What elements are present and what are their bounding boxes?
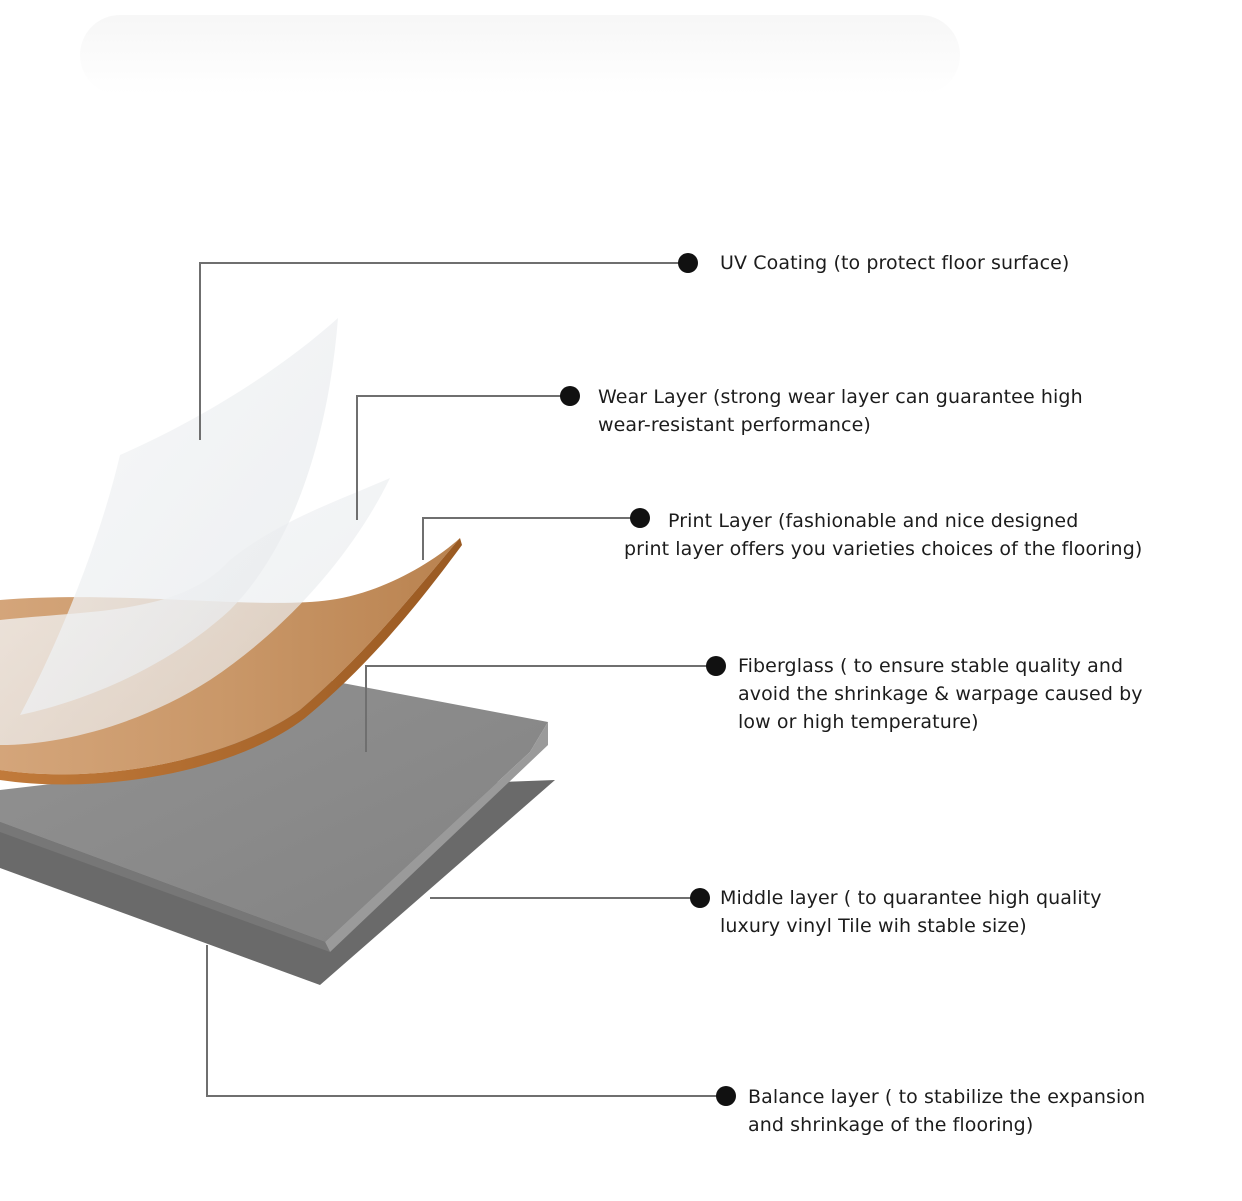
fiberglass-edge xyxy=(0,822,330,952)
uv-coating-bullet xyxy=(678,253,698,273)
wear-layer-bullet xyxy=(560,386,580,406)
balance-layer-label: Balance layer ( to stabilize the expansi… xyxy=(748,1086,1146,1136)
top-haze xyxy=(80,15,960,95)
middle-layer-edge xyxy=(325,722,548,952)
wear-layer-leader-line xyxy=(356,395,570,520)
uv-coating-leader-line xyxy=(199,262,688,440)
uv-coating-shape xyxy=(20,318,338,715)
fiberglass-label: Fiberglass ( to ensure stable quality an… xyxy=(738,655,1143,733)
wear-layer-label: Wear Layer (strong wear layer can guaran… xyxy=(598,386,1083,436)
print-layer-leader-line xyxy=(422,517,640,560)
middle-layer-shape xyxy=(0,675,548,942)
fiberglass-leader-line xyxy=(365,665,716,752)
middle-layer-bullet xyxy=(690,888,710,908)
print-layer-bullet xyxy=(630,508,650,528)
balance-layer-leader-line xyxy=(206,945,726,1097)
print-layer-label: Print Layer (fashionable and nice design… xyxy=(624,510,1143,560)
uv-coating-label: UV Coating (to protect floor surface) xyxy=(720,252,1070,274)
middle-layer-label: Middle layer ( to quarantee high quality… xyxy=(720,887,1102,937)
balance-layer-bullet xyxy=(716,1086,736,1106)
fiberglass-bullet xyxy=(706,656,726,676)
